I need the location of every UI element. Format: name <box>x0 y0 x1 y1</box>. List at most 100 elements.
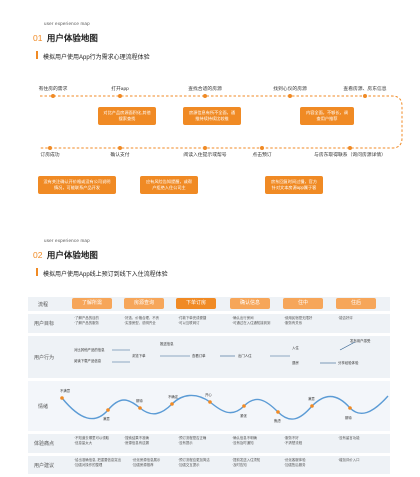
lane-action-bg <box>28 336 390 378</box>
action-text: 发布用户感受 <box>350 339 371 343</box>
step-pin <box>348 146 352 150</box>
emotion-label: 期待 <box>136 399 143 403</box>
section1-subtitle: 模拟用户使用App行为需求心理流程体验 <box>43 55 150 61</box>
pain-text: ·不知道去哪里可以领取 ·信息量太大 <box>74 436 110 445</box>
emotion-point <box>348 406 352 410</box>
lane-label: 用户目标 <box>34 321 55 327</box>
action-text: 退房 <box>292 361 299 365</box>
suggestion-text: ·优化客服体验 ·加强售后服务 <box>284 458 306 467</box>
lane-emotion-bg <box>28 381 390 431</box>
emotion-point <box>242 404 246 408</box>
step-label: 阅读入住提示或帮号 <box>183 153 227 158</box>
stage-chip: 确认信息 <box>230 298 270 309</box>
lane-label: 情绪 <box>38 404 49 410</box>
step-label: 找到心仪的房源 <box>273 87 307 92</box>
pain-text: ·搜索结果不准确 ·房源信息有遗漏 <box>124 436 149 445</box>
stage-chip: 住后 <box>336 298 376 309</box>
goal-text: ·好选，价格合理，不贵 ·实惠房型，说明齐全 <box>124 316 160 325</box>
step-pin <box>203 146 207 150</box>
step-pin <box>363 94 367 98</box>
step-label: 订房成功 <box>40 153 60 158</box>
section2-heading: 02 用户体验地图 <box>33 245 98 263</box>
step-pin <box>48 146 52 150</box>
emotion-label: 不确定 <box>168 395 179 399</box>
pain-text: ·确认信息不明确 ·没有及时通知 <box>232 436 257 445</box>
step-label: 确认支付 <box>110 153 130 158</box>
lane-label: 流程 <box>38 302 49 308</box>
section2-subtitle: 模拟用户使用App线上预订到线下入住流程体验 <box>43 272 168 278</box>
section2-title: 用户体验地图 <box>46 250 98 260</box>
section2-accent-bar <box>36 268 38 276</box>
step-label: 与房东取得联系（询问房源详情） <box>314 153 386 158</box>
step-pin <box>203 94 207 98</box>
pain-text: ·预订流程是否正确 ·没有提示 <box>178 436 207 445</box>
action-text: 出门人住 <box>238 354 252 358</box>
action-text: 查看订单 <box>192 354 206 358</box>
suggestion-text: ·增加评价入口 <box>338 458 360 462</box>
suggestion-text: ·提前发送入住须知 ·及时告知 <box>232 458 261 467</box>
pain-text: ·服务不好 ·不清楚流程 <box>284 436 303 445</box>
goal-text: ·了解产品的目的 ·了解产品的服务 <box>74 316 99 325</box>
step-pin <box>260 146 264 150</box>
action-text: 阅读下载产品信息 <box>74 359 102 363</box>
emotion-point <box>208 400 212 404</box>
stage-chip: 下单订房 <box>176 298 216 309</box>
step-pin <box>118 94 122 98</box>
emotion-point <box>276 410 280 414</box>
step-pin <box>288 94 292 98</box>
stage-chip: 住中 <box>283 298 323 309</box>
section2-en-label: user experience map <box>44 238 90 243</box>
lane-label: 用户建议 <box>34 463 55 469</box>
pain-note: 对比产品房源面积化,其他搜索查找 <box>98 107 156 125</box>
lane-goal-bg <box>28 314 390 333</box>
lane-pain-bg <box>28 434 390 453</box>
goal-text: ·确认出行房间 ·可通过在入住通知接到到 <box>232 316 271 325</box>
stage-chip: 房源查询 <box>124 298 164 309</box>
step-label: 查看房源、房东信息 <box>343 87 387 92</box>
pain-note: 应有风险告知提醒，或帮户拒绝入住公司主 <box>140 176 198 194</box>
emotion-label: 不满意 <box>60 389 71 393</box>
goal-text: ·使用民宿是无限好 ·服务有关系 <box>284 316 313 325</box>
emotion-label: 开心 <box>205 393 212 397</box>
step-label: 打开app <box>111 87 129 92</box>
emotion-point <box>310 404 314 408</box>
stage-chip: 了解所需 <box>72 298 112 309</box>
emotion-point <box>106 408 110 412</box>
action-text: 浏览下单 <box>132 354 146 358</box>
pain-note: 内容全面，不够长，调查用户推荐 <box>300 107 354 125</box>
action-text: 推送信息 <box>160 342 174 346</box>
section1-en-label: user experience map <box>44 21 90 26</box>
pain-note: 房东回复时间过慢，官方针对文本房源app属于客 <box>265 176 323 194</box>
pain-note: 没有关注确认开价格或没有公司说明情况，可能联系产品开发 <box>38 176 116 194</box>
section1-title: 用户体验地图 <box>46 33 98 43</box>
step-pin <box>118 146 122 150</box>
emotion-label: 满意 <box>103 417 110 421</box>
emotion-label: 期待 <box>345 416 352 420</box>
section1-number: 01 <box>33 33 43 43</box>
goal-text: ·付款下单完成便捷 ·可以互联网订 <box>178 316 207 325</box>
lane-suggest-bg <box>28 456 390 474</box>
action-text: 分享经验体验 <box>338 361 359 365</box>
step-label: 查找合适的房源 <box>188 87 222 92</box>
section2-number: 02 <box>33 250 43 260</box>
journey-path-1 <box>40 95 403 149</box>
emotion-point <box>60 396 64 400</box>
action-text: 对比其他产品的信息 <box>74 348 105 352</box>
emotion-label: 满意 <box>308 397 315 401</box>
suggestion-text: ·给出准确信息, 把重要信息突出 ·加强对操作的整理 <box>74 458 122 467</box>
suggestion-text: ·预订流程应更加简洁 ·加强交互提示 <box>178 458 210 467</box>
step-label: 点击预订 <box>252 153 272 158</box>
step-label: 有住房的需求 <box>38 87 68 92</box>
step-pin <box>51 94 55 98</box>
goal-text: ·能否好评 <box>338 316 353 320</box>
lane-label: 用户行为 <box>34 355 55 361</box>
emotion-label: 紧张 <box>240 414 247 418</box>
pain-text: ·没有留言功能 <box>338 436 360 440</box>
section1-accent-bar <box>36 51 38 59</box>
pain-note: 房源信息有所不全面，通推持续持续比较推 <box>183 107 241 125</box>
section1-heading: 01 用户体验地图 <box>33 28 98 46</box>
emotion-label: 焦虑 <box>274 419 281 423</box>
suggestion-text: ·优化房源信息展示 ·加强房源推荐 <box>132 458 161 467</box>
